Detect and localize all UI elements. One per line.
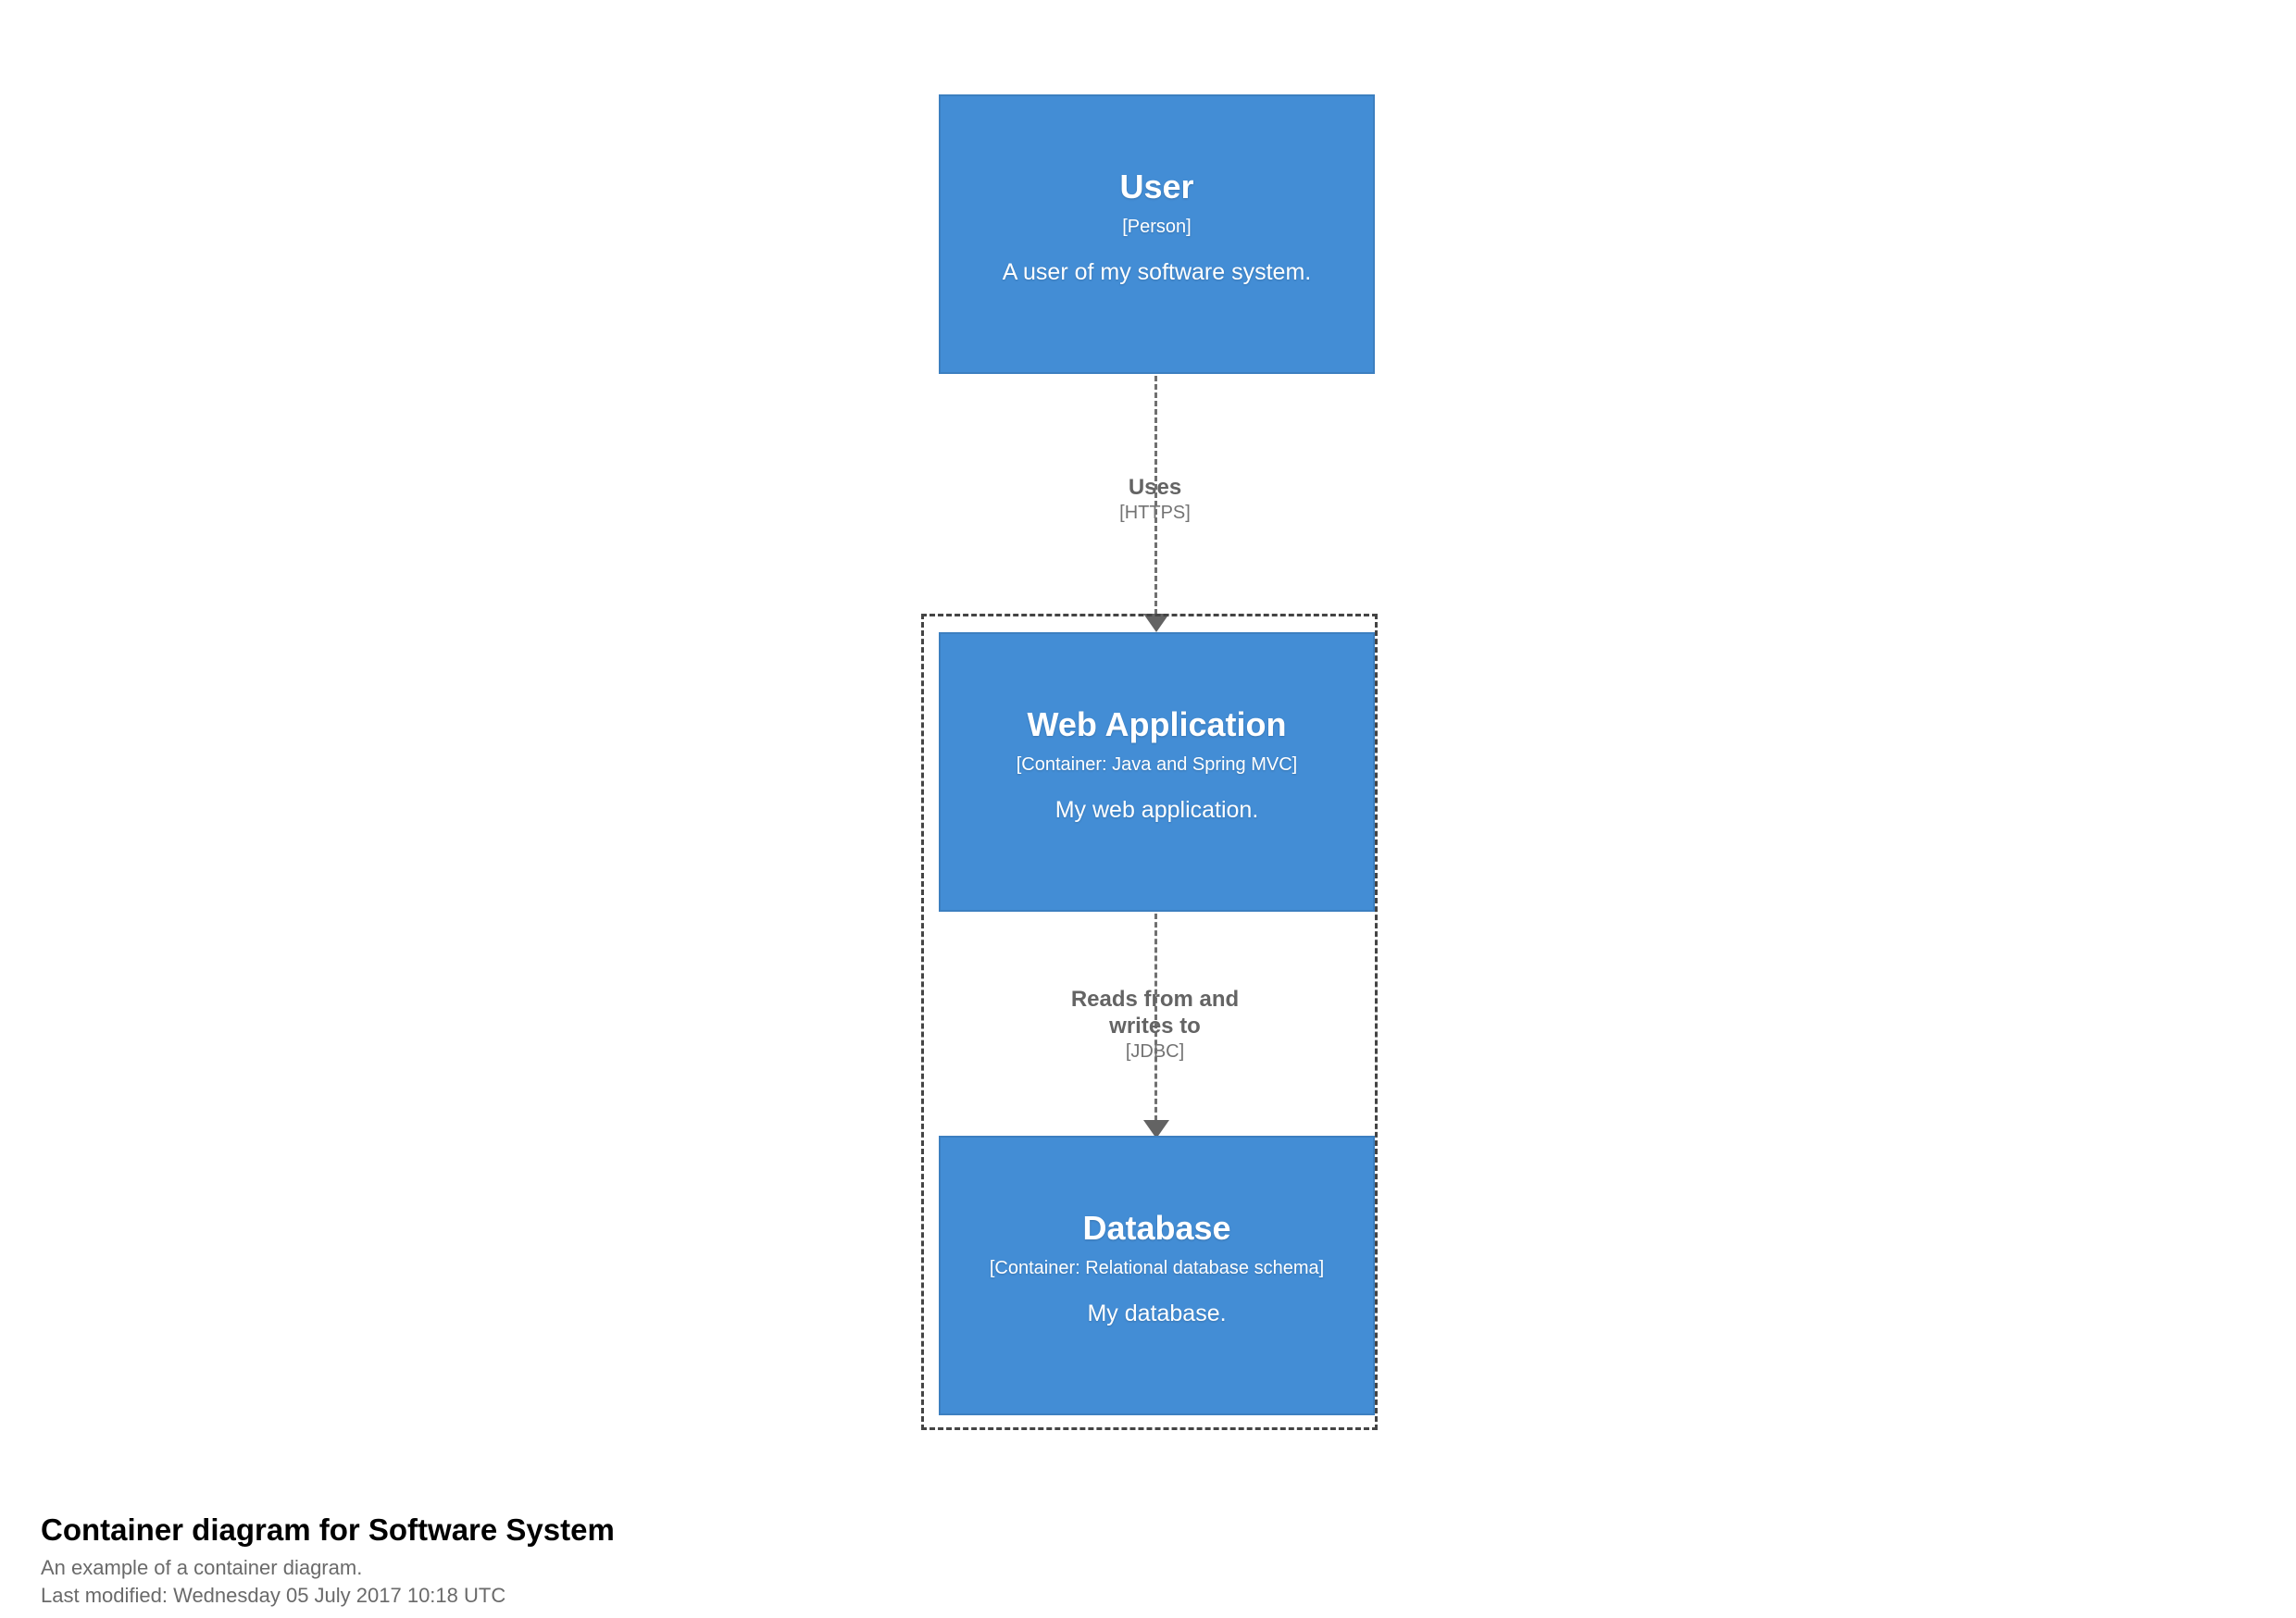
arrow-down-icon (1143, 1120, 1169, 1139)
element-user-name: User (1119, 168, 1194, 205)
relationship-uses-line (1154, 376, 1157, 615)
relationship-reads-writes-technology: [JDBC] (1125, 1040, 1185, 1062)
diagram-title: Container diagram for Software System (41, 1512, 615, 1547)
element-database-technology: [Container: Relational database schema] (989, 1257, 1325, 1278)
relationship-reads-writes-line (1154, 914, 1157, 1121)
diagram-caption: Container diagram for Software System An… (41, 1511, 1337, 1610)
diagram-subtitle: An example of a container diagram. (41, 1556, 363, 1580)
element-user[interactable]: User [Person] A user of my software syst… (939, 94, 1375, 374)
element-database[interactable]: Database [Container: Relational database… (939, 1136, 1375, 1415)
element-database-name: Database (1082, 1209, 1231, 1247)
relationship-uses-label: Uses [HTTPS] (1023, 475, 1287, 524)
element-web-application-description: My web application. (1054, 796, 1259, 823)
relationship-reads-writes-label: Reads from and writes to [JDBC] (1023, 987, 1287, 1063)
relationship-uses-description: Uses (1128, 475, 1182, 500)
arrow-down-icon (1143, 614, 1169, 632)
element-user-description: A user of my software system. (1002, 258, 1312, 285)
relationship-uses-technology: [HTTPS] (1119, 502, 1191, 523)
element-database-description: My database. (1087, 1300, 1227, 1326)
relationship-reads-writes-description-line2: writes to (1109, 1013, 1201, 1039)
element-web-application[interactable]: Web Application [Container: Java and Spr… (939, 632, 1375, 912)
diagram-last-modified: Last modified: Wednesday 05 July 2017 10… (41, 1583, 506, 1607)
element-web-application-name: Web Application (1027, 705, 1287, 743)
element-user-technology: [Person] (1122, 216, 1192, 237)
software-system-boundary (921, 614, 1378, 1430)
element-web-application-technology: [Container: Java and Spring MVC] (1016, 753, 1298, 775)
relationship-reads-writes-description-line1: Reads from and (1070, 987, 1240, 1012)
